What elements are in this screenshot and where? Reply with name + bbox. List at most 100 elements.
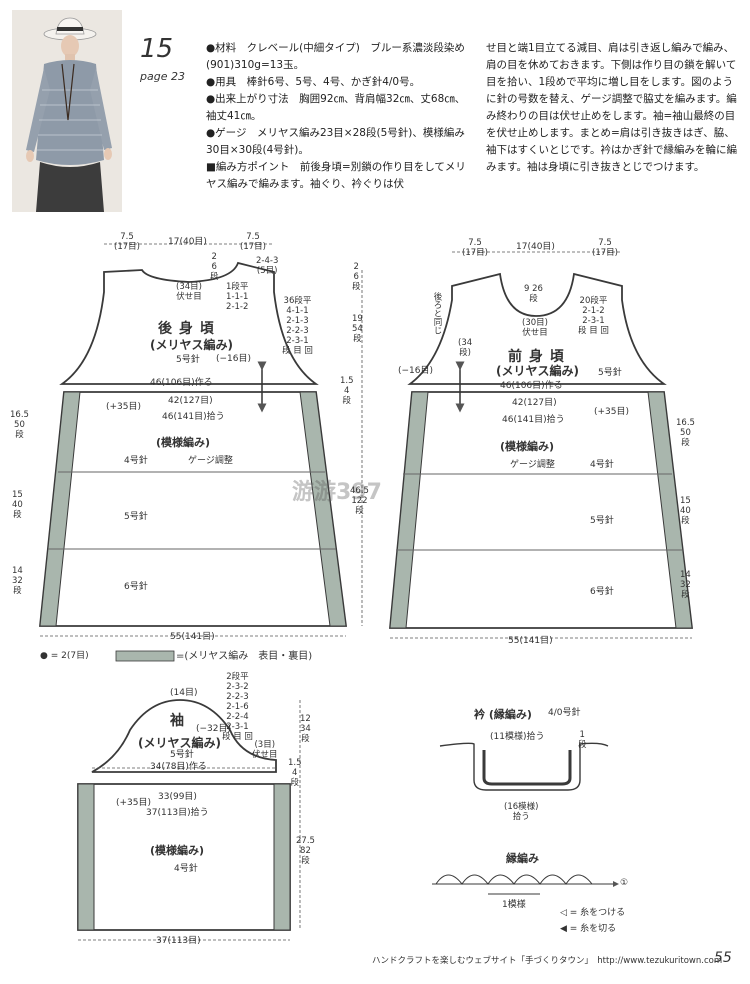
collar-outline: [439, 742, 609, 791]
sleeve-needle: 5号針: [170, 750, 194, 760]
model-photo: [12, 10, 122, 212]
back-needle6: 6号針: [124, 582, 148, 592]
pattern-number: 15: [140, 34, 174, 64]
gauge-text: ●ゲージ メリヤス編み23目×28段(5号針)、模様編み30目×30段(4号針)…: [206, 127, 465, 156]
collar-title: 衿 (縁編み): [474, 708, 532, 721]
front-right-band: [647, 391, 693, 629]
edging-title: 縁編み: [506, 852, 539, 865]
back-needle: 5号針: [176, 355, 200, 365]
back-bind-side: (−16目): [216, 354, 252, 364]
collar-pick-top: (11模様)拾う: [490, 732, 545, 742]
sleeve-pattern: (模様編み): [150, 844, 205, 857]
sleeve-row2: 37(113目)拾う: [146, 808, 209, 818]
back-lower-outline: [39, 391, 348, 627]
front-needle6: 6号針: [590, 587, 614, 597]
back-bottom: 55(141目): [170, 632, 215, 642]
legend-bar: =(メリヤス編み 表目・裏目): [176, 651, 313, 662]
legend-bar-swatch: [115, 650, 175, 662]
sleeve-title: 袖: [170, 713, 185, 729]
sleeve-row1: 33(99目): [158, 792, 197, 802]
sleeve-cap-outline: [91, 699, 277, 773]
front-needle5: 5号針: [590, 516, 614, 526]
sleeve-left-band: [77, 783, 95, 931]
size-text: ●出来上がり寸法 胸囲92㎝、背肩幅32㎝、丈68㎝、袖丈41㎝。: [206, 93, 466, 122]
collar-needle: 4/0号針: [548, 708, 581, 718]
front-left-band: [389, 391, 429, 629]
sleeve-needle4: 4号針: [174, 864, 198, 874]
edging-attach: ◁ = 糸をつける: [560, 908, 626, 918]
front-neck-bind: (30目)伏せ目: [522, 318, 548, 338]
front-body-outline: [407, 272, 667, 385]
sleeve-inc: (+35目): [116, 798, 152, 808]
front-bottom: 55(141目): [508, 636, 553, 646]
page-number: 55: [714, 950, 732, 966]
front-needle: 5号針: [598, 368, 622, 378]
back-stitch: (メリヤス編み): [150, 338, 233, 352]
back-neck-width: 17(40目): [168, 237, 207, 247]
front-shoulder-left: 7.5(17目): [462, 238, 488, 258]
back-neck-bind: (34目)伏せ目: [176, 282, 202, 302]
edging-chart: [432, 874, 619, 895]
front-inc: (+35目): [594, 407, 630, 417]
front-row1: 42(127目): [512, 398, 557, 408]
legend-dot: ● = 2(7目): [40, 651, 89, 661]
back-row2: 46(141目)拾う: [162, 412, 225, 422]
back-needle4: 4号針: [124, 456, 148, 466]
tools-text: ●用具 棒針6号、5号、4号、かぎ針4/0号。: [206, 76, 421, 88]
front-neck-width: 17(40目): [516, 242, 555, 252]
back-gauge: ゲージ調整: [188, 456, 233, 466]
front-bind-side: (−16目): [398, 366, 434, 376]
watermark: 游游397: [292, 480, 382, 505]
front-same-as-back: 後ろと同じ: [432, 292, 442, 335]
front-stitch: (メリヤス編み): [496, 364, 579, 378]
back-title: 後 身 頃: [158, 321, 215, 337]
back-cast: 46(106目)作る: [150, 378, 213, 388]
edging-arrow-label: ①: [620, 878, 629, 888]
back-body-outline: [59, 261, 319, 385]
materials-text: ●材料 クレベール(中細タイプ) ブルー系濃淡段染め(901)310g=13玉。: [206, 42, 465, 71]
front-gauge: ゲージ調整: [510, 460, 555, 470]
back-neck-dec: 2-4-3(5目): [256, 256, 279, 276]
front-cast: 46(106目)作る: [500, 381, 563, 391]
instructions-column-1: ●材料 クレベール(中細タイプ) ブルー系濃淡段染め(901)310g=13玉。…: [206, 40, 474, 193]
back-needle5: 5号針: [124, 512, 148, 522]
sleeve-top-bind: (14目): [170, 688, 198, 698]
sleeve-right-band: [273, 783, 291, 931]
page-reference: page 23: [140, 70, 185, 83]
front-title: 前 身 頃: [508, 349, 565, 365]
front-lower-outline: [389, 391, 694, 629]
back-shoulder-right: 7.5(17目): [240, 232, 266, 252]
sleeve-stitch: (メリヤス編み): [138, 736, 221, 750]
back-shoulder-left: 7.5(17目): [114, 232, 140, 252]
footer-text: ハンドクラフトを楽しむウェブサイト「手づくりタウン」 http://www.te…: [372, 956, 723, 966]
back-row1: 42(127目): [168, 396, 213, 406]
back-inc: (+35目): [106, 402, 142, 412]
back-left-band: [39, 391, 81, 627]
method-text: ■編み方ポイント 前後身頃=別鎖の作り目をしてメリヤス編みで編みます。袖ぐり、衿…: [206, 161, 466, 190]
sleeve-cast: 34(78目)作る: [150, 762, 207, 772]
sleeve-dec: (−32目): [196, 724, 232, 734]
back-pattern: (模様編み): [156, 436, 211, 449]
sleeve-bottom: 37(113目): [156, 936, 201, 946]
edging-cut: ◀ = 糸を切る: [560, 924, 617, 934]
